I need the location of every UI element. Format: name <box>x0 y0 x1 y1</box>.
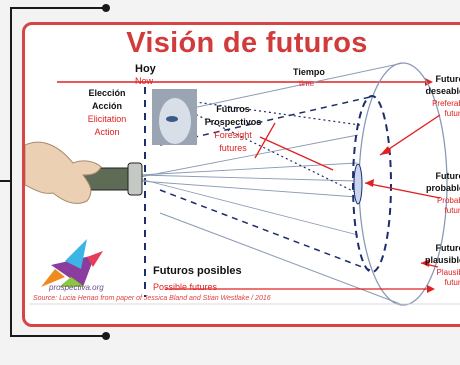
desirable-label-en-1: Preferable <box>432 99 460 108</box>
desirable-label-en-2: futures <box>444 109 460 118</box>
time-arrow-head <box>425 78 433 86</box>
probable-ring <box>353 163 363 205</box>
diagram-title: Visión de futuros <box>126 27 368 59</box>
plausible-label-es-2: plausibles <box>424 255 460 265</box>
now-label-es: Hoy <box>135 63 156 75</box>
arrow-prospective-1 <box>254 122 276 159</box>
time-label-en: time <box>299 79 315 88</box>
possible-label-es: Futuros posibles <box>153 265 242 277</box>
source-caption: Source: Lucia Henao from paper of Jessic… <box>33 295 271 302</box>
logo-bird-tail <box>41 269 65 287</box>
ray-1 <box>139 134 359 178</box>
ray-4 <box>139 162 358 176</box>
frame-bottom-line <box>10 335 106 337</box>
frame-bottom-dot <box>102 332 110 340</box>
arrow-desirable-head <box>380 146 391 155</box>
prospective-label-en-2: futures <box>219 143 247 153</box>
prospective-label-es-1: Futuros <box>216 104 250 114</box>
ray-5 <box>139 180 358 198</box>
now-label-en: Now <box>135 76 154 86</box>
prospective-label-en-1: Foresight <box>214 130 252 140</box>
plausible-label-en-1: Plausible <box>436 268 460 277</box>
cone-top-line <box>159 62 404 116</box>
frame-left-line <box>10 7 12 337</box>
ray-2 <box>139 178 359 236</box>
logo-bird-wing2 <box>59 277 85 287</box>
frame-mid-tick <box>0 180 12 182</box>
plausible-label-en-2: futures <box>444 278 460 287</box>
possible-label-en: Possible futures <box>153 282 218 292</box>
prospective-label-es-2: Prospectivos <box>204 117 262 127</box>
probable-label-en-2: futures <box>444 206 460 215</box>
hand <box>25 141 102 204</box>
arrow-probable-head <box>365 179 374 187</box>
flashlight-head <box>127 162 143 196</box>
plausible-label-es-1: Futuros <box>435 243 460 253</box>
desirable-label-es-1: Futuros <box>435 74 460 84</box>
desirable-label-es-2: deseables <box>425 86 460 96</box>
logo-bird-head <box>87 251 103 267</box>
arrow-possible-head <box>427 285 435 293</box>
cone-bottom-line <box>159 212 404 306</box>
face-eye <box>166 116 178 122</box>
arrow-plausible-head <box>421 259 430 267</box>
arrow-desirable <box>379 114 441 156</box>
probable-label-en-1: Probable <box>436 196 460 205</box>
diagram-card: Visión de futuros <box>22 22 460 327</box>
dotted-ray-top <box>159 96 361 126</box>
elicitation-label-en: Elicitation <box>87 114 127 124</box>
arrow-prospective-2 <box>259 136 334 171</box>
logo-text: prospectiva.org <box>49 283 104 292</box>
frame-top-line <box>10 7 106 9</box>
time-label-es: Tiempo <box>293 67 325 77</box>
preferable-ring <box>352 95 392 273</box>
logo-bird-body <box>51 255 95 287</box>
frame-top-dot <box>102 4 110 12</box>
logo-bird-wing <box>65 239 87 269</box>
ray-3 <box>139 174 358 182</box>
cone-diagram <box>25 62 460 306</box>
choice-label-es: Elección <box>88 88 126 98</box>
probable-label-es-2: probables <box>425 183 460 193</box>
arrow-probable <box>364 182 441 199</box>
action-label-en: Action <box>94 127 120 137</box>
dash-cone-bottom <box>159 189 371 271</box>
probable-label-es-1: Futuros <box>435 171 460 181</box>
action-label-es: Acción <box>91 101 122 111</box>
